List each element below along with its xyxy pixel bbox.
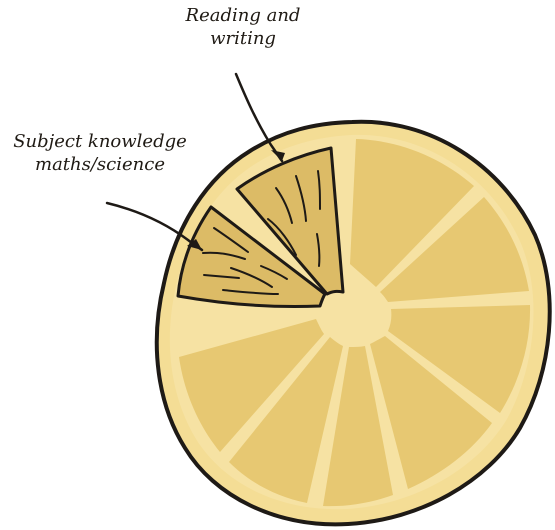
reading-writing-label-line2: writing — [158, 27, 328, 50]
subject-knowledge-label-line2: maths/science — [0, 153, 200, 176]
reading-writing-label: Reading and writing — [158, 4, 328, 50]
subject-knowledge-label: Subject knowledge maths/science — [0, 130, 200, 176]
reading-writing-label-line1: Reading and — [158, 4, 328, 27]
subject-knowledge-label-line1: Subject knowledge — [0, 130, 200, 153]
